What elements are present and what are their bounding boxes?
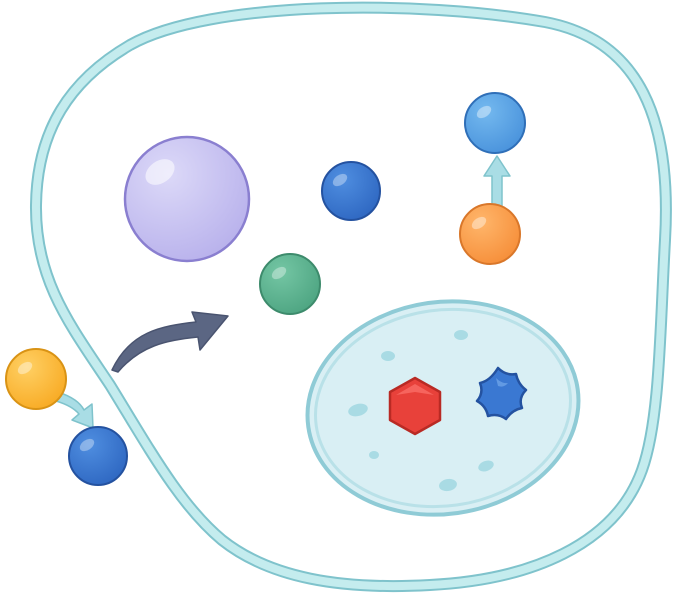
uptake-arrow (111, 311, 229, 373)
molecule-blue-center (321, 161, 381, 221)
yellow-molecule-icon (5, 348, 67, 410)
molecule-highlight (471, 216, 487, 230)
star-highlight (496, 378, 508, 387)
molecule-blue-outside (68, 426, 128, 486)
curved-arrow-icon (111, 311, 229, 373)
molecule-highlight (476, 105, 492, 119)
star-icon (475, 366, 528, 421)
vacuole-sphere-icon (123, 135, 251, 263)
cell-membrane-inner (31, 3, 670, 591)
molecule-green (259, 253, 321, 315)
hexagon-highlight (396, 384, 434, 395)
nucleus-inner-ring (314, 307, 572, 509)
cell-membrane-icon (29, 1, 672, 593)
molecule-highlight (332, 173, 348, 187)
nucleus (305, 299, 581, 517)
nucleus-speck (369, 451, 379, 459)
short-arrow-icon (483, 155, 511, 209)
nucleus-speck (439, 478, 457, 492)
short-arrow-icon (55, 391, 94, 429)
nucleus-speck (381, 351, 395, 361)
molecule-orange (459, 203, 521, 265)
conversion-arrow-outside (55, 391, 94, 429)
cell-membrane (29, 1, 672, 593)
nucleus-speck (454, 330, 468, 340)
molecule-highlight (17, 361, 33, 375)
nucleus-speck (478, 460, 494, 472)
green-molecule-icon (259, 253, 321, 315)
nucleus-icon (305, 299, 581, 517)
light-blue-molecule-icon (464, 92, 526, 154)
molecule-highlight (79, 438, 95, 452)
vacuole (123, 135, 251, 263)
molecule-highlight (271, 266, 287, 280)
molecule-yellow-outside (5, 348, 67, 410)
nucleus-speck (348, 403, 368, 417)
blue-molecule-icon (321, 161, 381, 221)
molecule-blue-light (464, 92, 526, 154)
vacuole-highlight (145, 159, 175, 185)
conversion-arrow-inside (483, 155, 511, 209)
orange-molecule-icon (459, 203, 521, 265)
blue-molecule-icon (68, 426, 128, 486)
